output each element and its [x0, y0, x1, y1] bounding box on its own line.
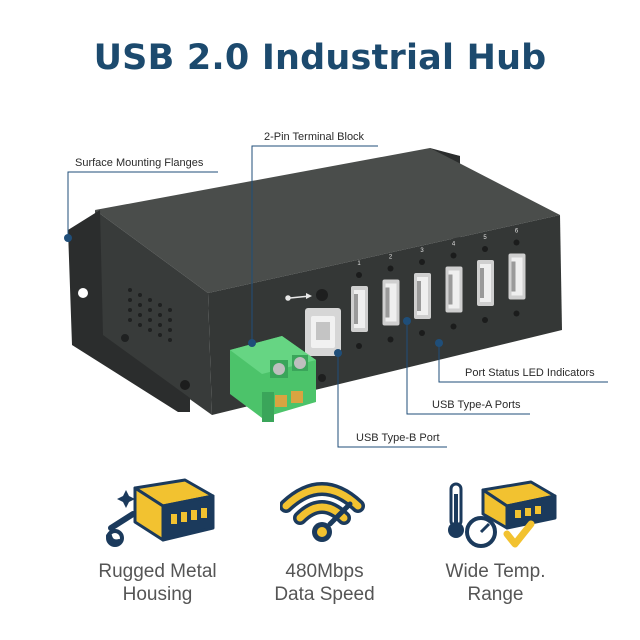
flanges-callout-line	[67, 171, 218, 238]
feature-label-temp: Wide Temp. Range	[408, 560, 583, 606]
port-number-label: 1	[357, 261, 361, 267]
thermometer-gauge-icon	[448, 480, 557, 548]
port-number-label: 4	[452, 242, 456, 248]
port-led	[482, 246, 488, 252]
feature-label-speed: 480Mbps Data Speed	[237, 560, 412, 606]
page-title: USB 2.0 Industrial Hub	[93, 38, 547, 78]
port-led-lower	[513, 310, 520, 317]
hub-side-face	[95, 210, 212, 415]
flange-hole	[78, 288, 88, 298]
port-number-label: 2	[389, 255, 393, 261]
feature-line2: Range	[467, 584, 524, 605]
callout-terminal-block: 2-Pin Terminal Block	[264, 131, 365, 143]
usb-type-b-port	[305, 308, 341, 356]
vent-holes	[128, 288, 172, 342]
port-led-lower	[387, 336, 394, 343]
feature-line1: 480Mbps	[285, 561, 364, 582]
port-number-label: 5	[483, 235, 487, 241]
rugged-metal-housing-icon	[106, 478, 215, 547]
usb-type-a-port	[382, 279, 400, 326]
port-led-lower	[356, 343, 362, 349]
hub-top-face	[95, 148, 560, 293]
type-a-callout-line	[406, 322, 530, 415]
callout-type-a-ports: USB Type-A Ports	[432, 399, 521, 411]
usb-type-a-port	[351, 286, 368, 332]
wifi-speed-icon	[280, 482, 365, 542]
port-led	[513, 239, 520, 246]
port-led	[450, 252, 457, 259]
port-led-lower	[419, 330, 425, 336]
feature-line2: Housing	[122, 584, 193, 605]
led-callout-line	[438, 343, 608, 383]
usb-type-a-port	[508, 253, 526, 300]
port-number-label: 6	[515, 229, 519, 235]
usb-hub-product-image: 1 2 3 4 5 6	[64, 145, 608, 448]
feature-label-rugged: Rugged Metal Housing	[70, 560, 245, 606]
usb-type-a-ports: 1 2 3 4 5 6	[351, 229, 526, 349]
feature-line1: Rugged Metal	[98, 561, 217, 582]
type-b-callout-line	[337, 352, 447, 448]
port-led	[356, 272, 362, 278]
usb-type-a-port	[414, 273, 431, 319]
usb-logo-icon	[285, 293, 312, 301]
port-number-label: 3	[420, 248, 424, 254]
callout-type-b-port: USB Type-B Port	[356, 432, 440, 444]
callout-led-indicators: Port Status LED Indicators	[465, 367, 595, 379]
terminal-block	[230, 336, 316, 422]
left-mounting-flange	[68, 210, 190, 412]
usb-type-a-port	[445, 266, 463, 313]
usb-type-a-port	[477, 260, 494, 306]
feature-line2: Data Speed	[274, 584, 375, 605]
port-led	[387, 265, 394, 272]
callout-surface-mounting-flanges: Surface Mounting Flanges	[75, 157, 204, 169]
feature-line1: Wide Temp.	[445, 561, 546, 582]
port-led-lower	[482, 317, 488, 323]
port-led	[419, 259, 425, 265]
terminal-callout-line	[251, 145, 378, 342]
port-led-lower	[450, 323, 457, 330]
